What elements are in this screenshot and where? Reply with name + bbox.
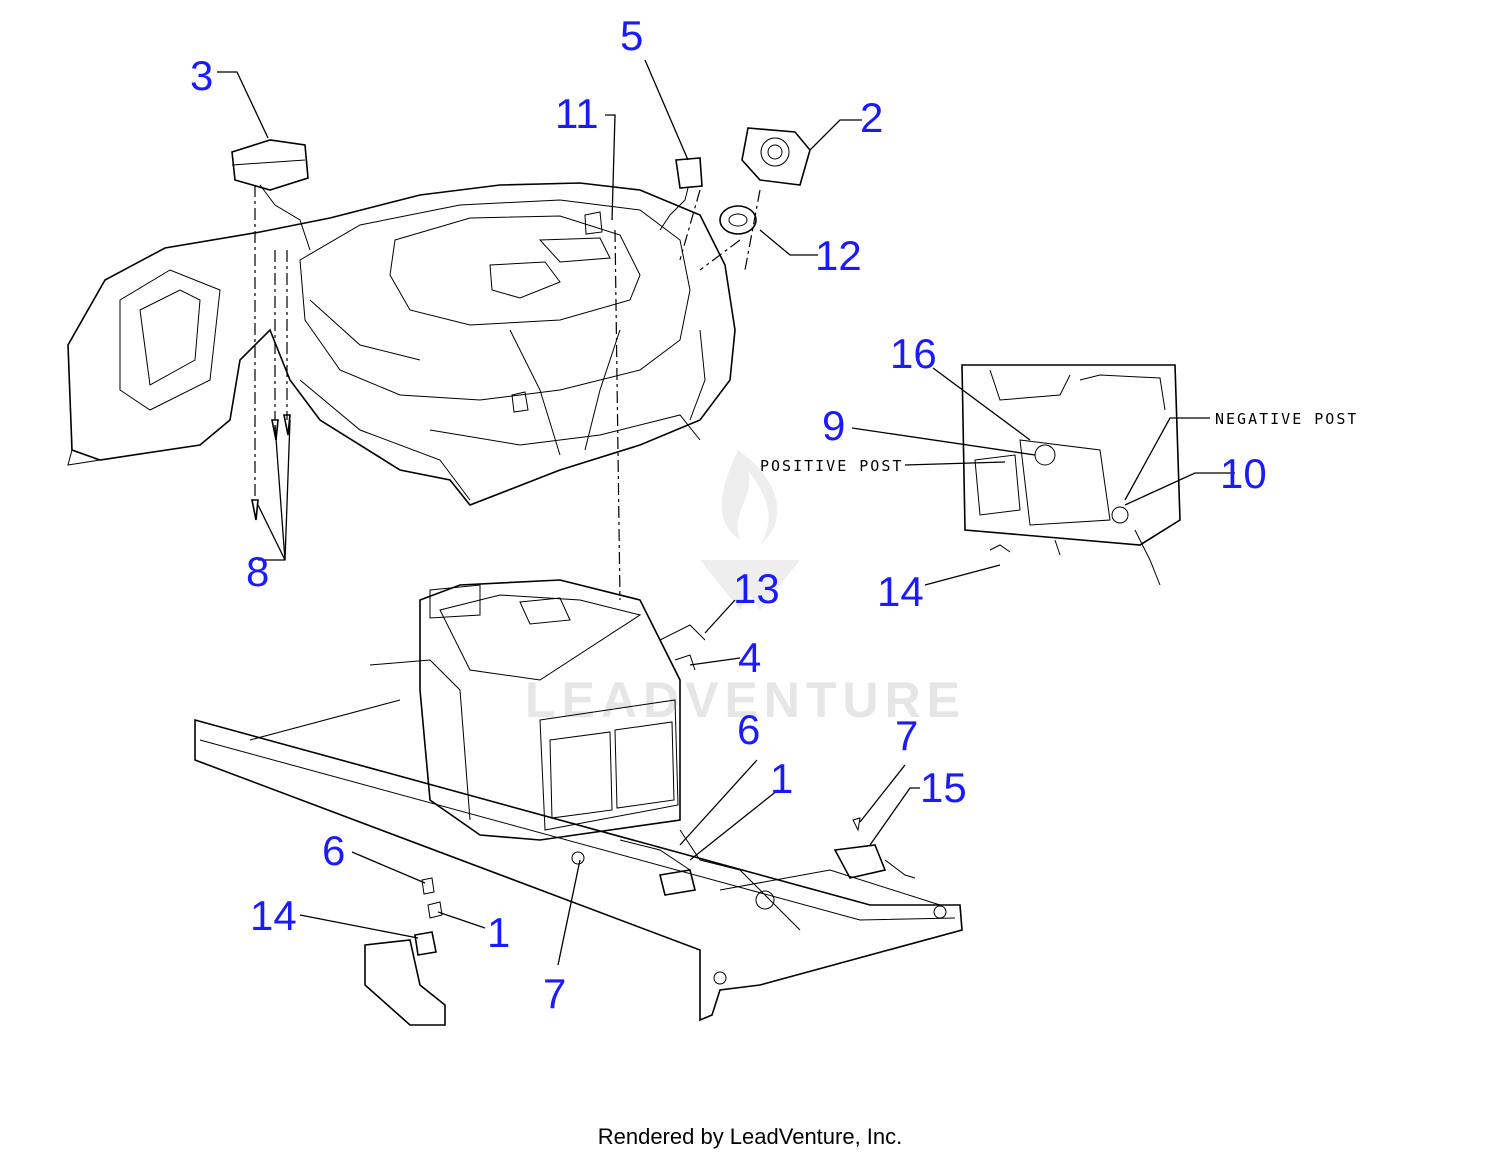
callout-14-inset: 14 [877, 568, 924, 615]
notes: POSITIVE POST NEGATIVE POST [760, 410, 1358, 475]
callout-2: 2 [860, 94, 883, 141]
fender-body [67, 182, 736, 506]
part-2-switch [741, 127, 811, 186]
callout-5: 5 [620, 12, 643, 59]
callout-15: 15 [920, 764, 967, 811]
callout-9: 9 [822, 402, 845, 449]
wiring-harness [571, 624, 801, 931]
leader-lines [217, 59, 1235, 966]
callout-6-left: 6 [322, 827, 345, 874]
part-8-screws [251, 414, 291, 521]
callout-16: 16 [890, 330, 937, 377]
callout-8: 8 [246, 548, 269, 595]
callout-3: 3 [190, 52, 213, 99]
inset-detail [961, 364, 1181, 586]
negative-post-note: NEGATIVE POST [1215, 410, 1358, 428]
footer-credit: Rendered by LeadVenture, Inc. [597, 1124, 903, 1149]
callout-4: 4 [738, 634, 761, 681]
callout-1-left: 1 [487, 909, 510, 956]
callout-11: 11 [555, 90, 599, 137]
part-3-module [231, 139, 311, 251]
callout-12: 12 [815, 232, 862, 279]
callout-10: 10 [1220, 450, 1267, 497]
callout-7-bottom: 7 [543, 970, 566, 1017]
assembly-lines [254, 185, 761, 601]
controller-housing [419, 579, 681, 841]
callout-1-center: 1 [770, 755, 793, 802]
watermark-text: LEADVENTURE [525, 672, 966, 728]
part-12-knob [719, 205, 757, 235]
callout-6-center: 6 [737, 706, 760, 753]
callout-14-left: 14 [250, 892, 297, 939]
part-15-switch [833, 817, 916, 879]
frame [194, 659, 963, 1022]
watermark: LEADVENTURE [525, 450, 966, 728]
callout-7-right: 7 [895, 712, 918, 759]
callout-13: 13 [733, 565, 780, 612]
left-switch-bracket [364, 877, 446, 1026]
positive-post-note: POSITIVE POST [760, 457, 903, 475]
callouts: 3 5 11 2 12 16 9 10 14 8 13 4 6 1 7 15 6… [190, 12, 1267, 1017]
part-5-connector [659, 157, 703, 231]
